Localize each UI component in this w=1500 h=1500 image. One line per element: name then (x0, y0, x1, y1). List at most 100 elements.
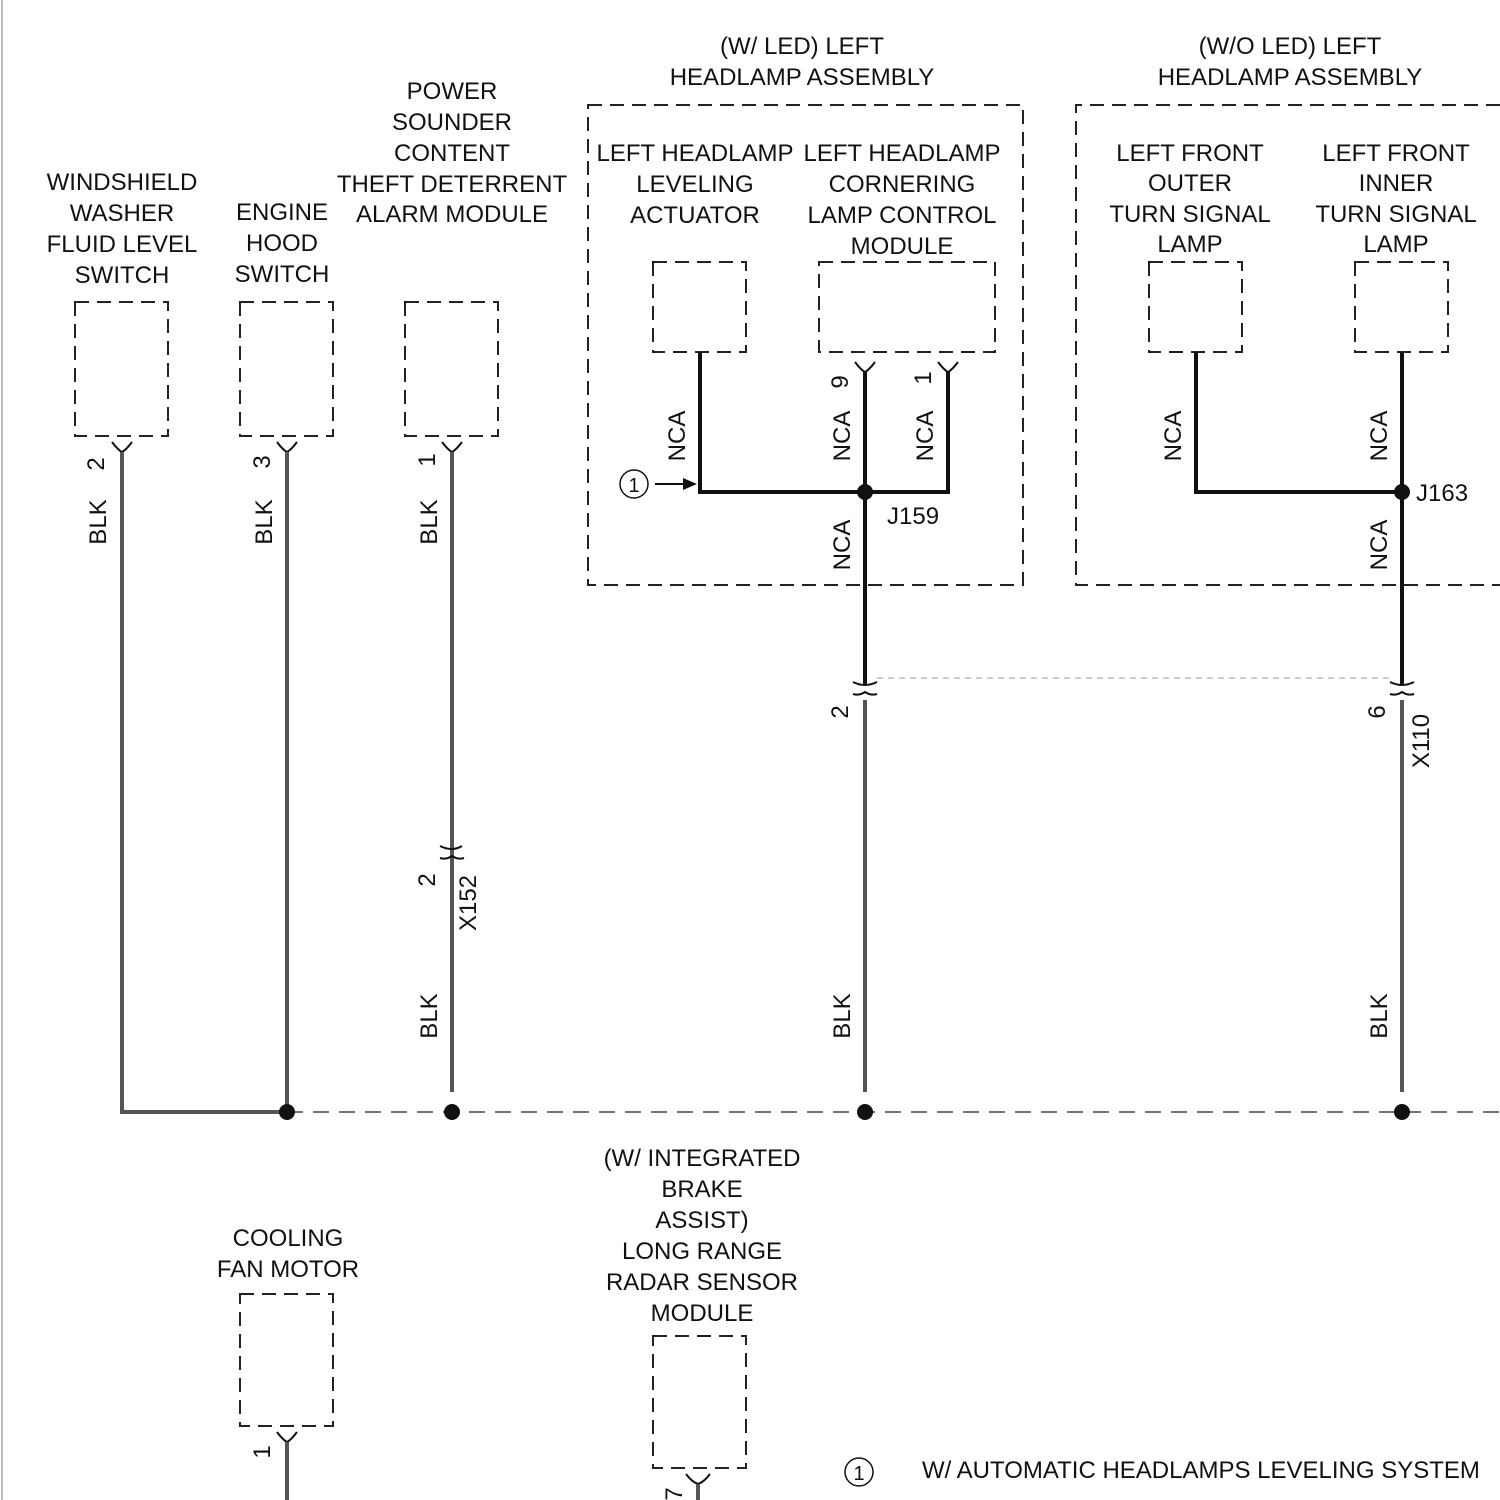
svg-text:(W/O LED) LEFT: (W/O LED) LEFT (1199, 33, 1382, 60)
ref-callout: 1 (620, 470, 697, 498)
svg-text:LEVELING: LEVELING (636, 171, 753, 198)
svg-text:FLUID LEVEL: FLUID LEVEL (47, 231, 198, 258)
svg-text:SWITCH: SWITCH (75, 262, 170, 289)
svg-text:LAMP: LAMP (1363, 231, 1428, 258)
hood-switch-box (240, 302, 333, 436)
svg-text:SWITCH: SWITCH (235, 261, 330, 288)
svg-text:7: 7 (661, 1487, 688, 1500)
svg-text:HEADLAMP ASSEMBLY: HEADLAMP ASSEMBLY (670, 64, 935, 91)
svg-text:POWER: POWER (407, 78, 498, 105)
wo-led-assembly-label: (W/O LED) LEFT HEADLAMP ASSEMBLY (1158, 33, 1423, 91)
svg-text:CONTENT: CONTENT (394, 140, 510, 167)
splice-j163-dot (1394, 484, 1410, 500)
svg-text:BRAKE: BRAKE (661, 1176, 742, 1203)
cooling-fan-box (240, 1294, 333, 1426)
svg-text:SOUNDER: SOUNDER (392, 109, 512, 136)
svg-text:WASHER: WASHER (70, 200, 174, 227)
svg-text:MODULE: MODULE (851, 233, 954, 260)
svg-text:MODULE: MODULE (651, 1300, 754, 1327)
svg-text:HOOD: HOOD (246, 230, 318, 257)
svg-text:BLK: BLK (829, 993, 856, 1038)
svg-text:2: 2 (83, 457, 110, 470)
footnote-text: W/ AUTOMATIC HEADLAMPS LEVELING SYSTEM (922, 1457, 1480, 1484)
svg-text:ENGINE: ENGINE (236, 199, 328, 226)
svg-text:NCA: NCA (1160, 411, 1187, 462)
svg-text:1: 1 (910, 371, 937, 384)
outer-turn-lamp-label: LEFT FRONT OUTER TURN SIGNAL LAMP (1109, 140, 1270, 258)
svg-text:TURN SIGNAL: TURN SIGNAL (1109, 201, 1270, 228)
svg-text:BLK: BLK (85, 499, 112, 544)
ground-splice-alarm (444, 1104, 460, 1120)
svg-text:THEFT DETERRENT: THEFT DETERRENT (337, 171, 568, 198)
svg-text:BLK: BLK (416, 993, 443, 1038)
svg-text:BLK: BLK (251, 499, 278, 544)
svg-text:FAN MOTOR: FAN MOTOR (217, 1256, 359, 1283)
inner-turn-lamp-label: LEFT FRONT INNER TURN SIGNAL LAMP (1315, 140, 1476, 258)
cornering-module-box (819, 262, 995, 352)
svg-text:NCA: NCA (829, 411, 856, 462)
leveling-actuator-label: LEFT HEADLAMP LEVELING ACTUATOR (597, 140, 794, 229)
radar-module-label: (W/ INTEGRATED BRAKE ASSIST) LONG RANGE … (604, 1145, 801, 1327)
svg-text:X152: X152 (455, 875, 482, 931)
svg-text:OUTER: OUTER (1148, 170, 1232, 197)
alarm-module-box (405, 302, 498, 436)
svg-text:1: 1 (628, 475, 639, 497)
svg-text:NCA: NCA (1366, 411, 1393, 462)
svg-text:1: 1 (249, 1445, 276, 1458)
svg-text:2: 2 (827, 705, 854, 718)
splice-j159-dot (857, 484, 873, 500)
svg-text:LAMP CONTROL: LAMP CONTROL (808, 202, 997, 229)
svg-text:(W/ INTEGRATED: (W/ INTEGRATED (604, 1145, 801, 1172)
svg-text:NCA: NCA (829, 520, 856, 571)
svg-text:WINDSHIELD: WINDSHIELD (47, 169, 198, 196)
svg-text:BLK: BLK (416, 499, 443, 544)
pin-numbers: 2 3 1 9 1 2 2 6 1 7 (83, 371, 1391, 1500)
nca-wires (700, 352, 1402, 684)
svg-text:3: 3 (249, 455, 276, 468)
svg-text:LEFT HEADLAMP: LEFT HEADLAMP (597, 140, 794, 167)
ground-wires (122, 452, 1402, 1500)
svg-text:ASSIST): ASSIST) (655, 1207, 748, 1234)
svg-text:CORNERING: CORNERING (829, 171, 976, 198)
wire-color-labels: BLK BLK BLK BLK BLK BLK NCA NCA NCA NCA … (85, 411, 1393, 1039)
leveling-actuator-box (653, 262, 746, 352)
footnote: 1 W/ AUTOMATIC HEADLAMPS LEVELING SYSTEM (845, 1457, 1480, 1486)
svg-text:LEFT FRONT: LEFT FRONT (1116, 140, 1264, 167)
svg-text:INNER: INNER (1359, 170, 1434, 197)
svg-text:X110: X110 (1408, 714, 1435, 768)
cooling-fan-label: COOLING FAN MOTOR (217, 1225, 359, 1283)
wo-led-assembly-box (1076, 105, 1500, 585)
washer-switch-label: WINDSHIELD WASHER FLUID LEVEL SWITCH (47, 169, 198, 289)
ground-splice-hood (279, 1104, 295, 1120)
inner-turn-lamp-box (1355, 262, 1448, 352)
outer-turn-lamp-box (1149, 262, 1242, 352)
splice-j159-label: J159 (887, 503, 939, 530)
connector-names: X152 X110 (455, 714, 1435, 931)
svg-text:HEADLAMP ASSEMBLY: HEADLAMP ASSEMBLY (1158, 64, 1423, 91)
cornering-module-label: LEFT HEADLAMP CORNERING LAMP CONTROL MOD… (804, 140, 1001, 260)
svg-text:(W/ LED) LEFT: (W/ LED) LEFT (720, 33, 884, 60)
splice-j163-label: J163 (1416, 480, 1468, 507)
svg-text:COOLING: COOLING (233, 1225, 344, 1252)
svg-text:RADAR SENSOR: RADAR SENSOR (606, 1269, 798, 1296)
svg-text:1: 1 (853, 1463, 864, 1485)
svg-text:2: 2 (414, 873, 441, 886)
svg-text:LONG RANGE: LONG RANGE (622, 1238, 782, 1265)
svg-text:9: 9 (827, 375, 854, 388)
svg-text:BLK: BLK (1366, 993, 1393, 1038)
svg-text:1: 1 (414, 453, 441, 466)
svg-text:LEFT FRONT: LEFT FRONT (1322, 140, 1470, 167)
ground-splice-led (857, 1104, 873, 1120)
radar-module-box (653, 1336, 746, 1468)
svg-text:NCA: NCA (1366, 520, 1393, 571)
svg-text:ACTUATOR: ACTUATOR (630, 202, 760, 229)
hood-switch-label: ENGINE HOOD SWITCH (235, 199, 330, 288)
svg-text:ALARM MODULE: ALARM MODULE (356, 201, 548, 228)
svg-text:6: 6 (1364, 705, 1391, 718)
led-assembly-label: (W/ LED) LEFT HEADLAMP ASSEMBLY (670, 33, 935, 91)
svg-text:NCA: NCA (664, 411, 691, 462)
ground-splice-wo-led (1394, 1104, 1410, 1120)
alarm-module-label: POWER SOUNDER CONTENT THEFT DETERRENT AL… (337, 78, 568, 228)
washer-switch-box (75, 302, 168, 436)
